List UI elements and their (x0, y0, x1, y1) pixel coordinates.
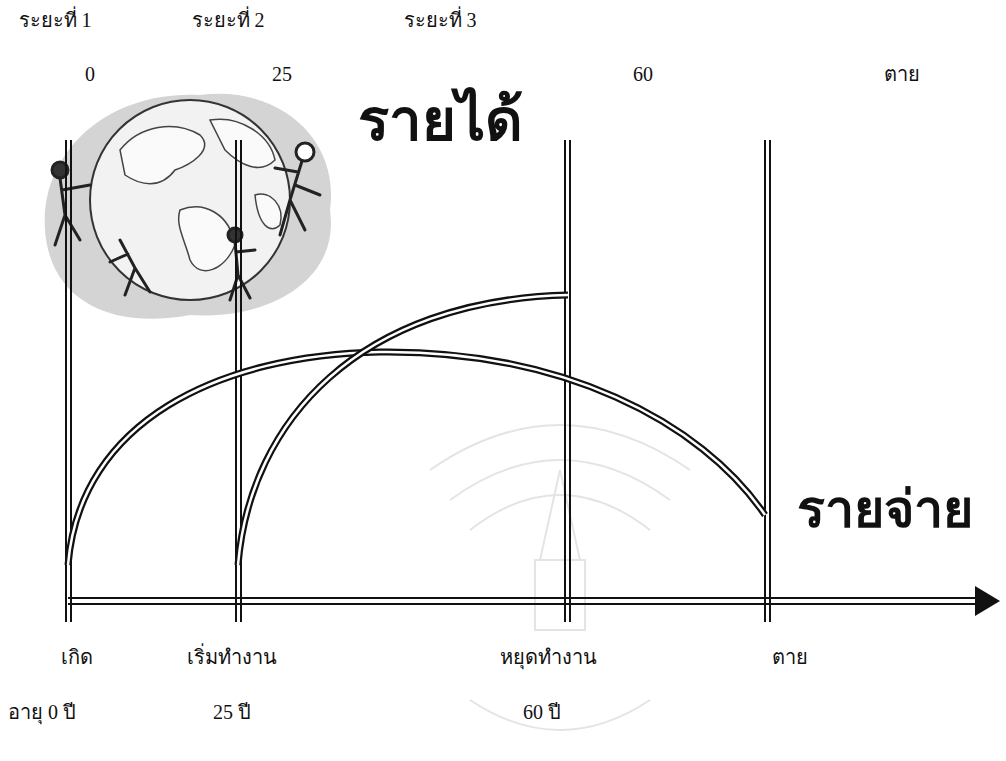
age-caption: 25 ปี (213, 700, 251, 724)
expense-label: รายจ่าย (797, 478, 973, 540)
stage-divider-lines (66, 140, 770, 622)
life-event: ตาย (772, 645, 808, 669)
stage-heading: ระยะที่ 2 (192, 8, 265, 32)
stage-heading: ระยะที่ 3 (404, 8, 477, 32)
income-label: รายได้ (358, 86, 523, 156)
age-caption: 60 ปี (523, 700, 561, 724)
life-event: หยุดทำงาน (500, 645, 597, 669)
life-event: เกิด (61, 645, 93, 669)
life-event: เริ่มทำงาน (187, 645, 277, 669)
watermark-seal (430, 425, 690, 730)
stage-heading: ระยะที่ 1 (19, 8, 92, 32)
income-curve (238, 295, 568, 565)
age-mark: 60 (633, 62, 653, 86)
age-axis-arrow (68, 586, 1000, 616)
globe-illustration (45, 94, 331, 319)
age-mark: 0 (85, 62, 95, 86)
age-caption: อายุ 0 ปี (8, 700, 76, 724)
age-mark: 25 (272, 62, 292, 86)
age-mark: ตาย (884, 62, 920, 86)
expense-curve (68, 352, 765, 565)
